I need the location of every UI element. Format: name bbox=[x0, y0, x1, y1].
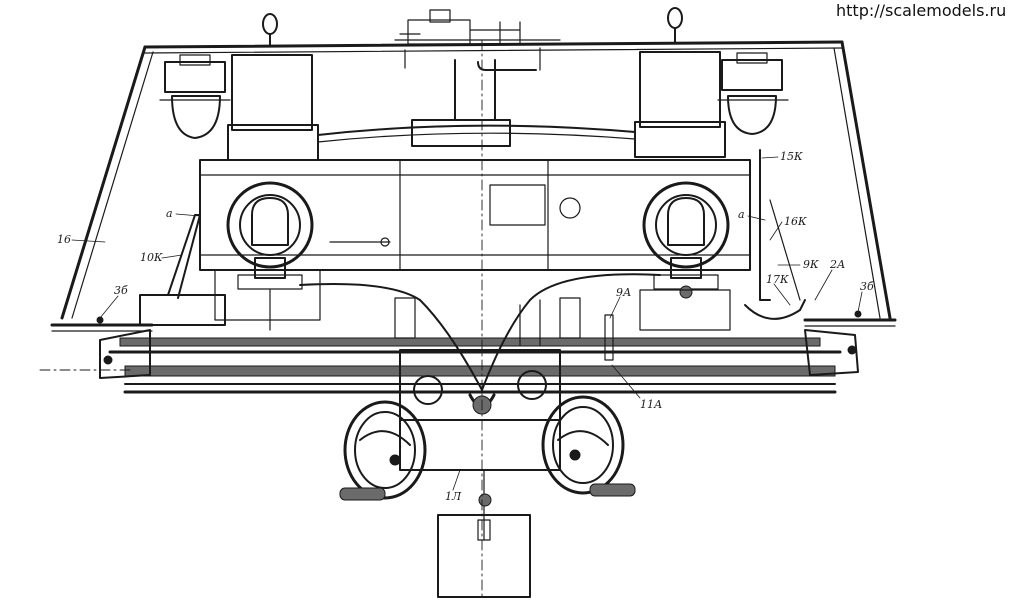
upper-frame bbox=[227, 51, 726, 161]
callout-1l: 1Л bbox=[445, 490, 462, 503]
turret-side-walls bbox=[60, 40, 892, 320]
callout-3b-right: 3б bbox=[860, 280, 874, 293]
left-sight bbox=[226, 181, 314, 331]
watermark: http://scalemodels.ru bbox=[836, 1, 1006, 20]
right-handwheel bbox=[541, 395, 636, 497]
turret-roof bbox=[143, 7, 844, 71]
callout-a-left: а bbox=[166, 207, 173, 220]
callout-9k: 9К bbox=[803, 258, 819, 271]
callouts: 16 10К 3б а а 15К 16К 9К 2А 3б 17К 9А 11… bbox=[57, 150, 874, 503]
callout-a-right: а bbox=[738, 208, 745, 221]
left-handwheel bbox=[339, 400, 427, 501]
right-periscope bbox=[717, 52, 789, 135]
callout-16k: 16К bbox=[784, 215, 807, 228]
callout-3b-left: 3б bbox=[114, 284, 128, 297]
left-periscope bbox=[159, 54, 231, 139]
callout-11a: 11А bbox=[640, 398, 662, 411]
callout-15k: 15К bbox=[780, 150, 803, 163]
callout-16: 16 bbox=[57, 233, 71, 246]
turret-ring bbox=[39, 310, 897, 394]
cables bbox=[299, 273, 661, 391]
side-brackets bbox=[139, 149, 806, 331]
callout-2a: 2А bbox=[829, 258, 845, 271]
callout-9a: 9А bbox=[616, 286, 631, 299]
callout-17k: 17К bbox=[766, 273, 789, 286]
callout-10k: 10К bbox=[140, 251, 163, 264]
leader-lines bbox=[71, 156, 863, 491]
right-sight bbox=[642, 181, 730, 299]
drive-housing bbox=[399, 349, 561, 471]
